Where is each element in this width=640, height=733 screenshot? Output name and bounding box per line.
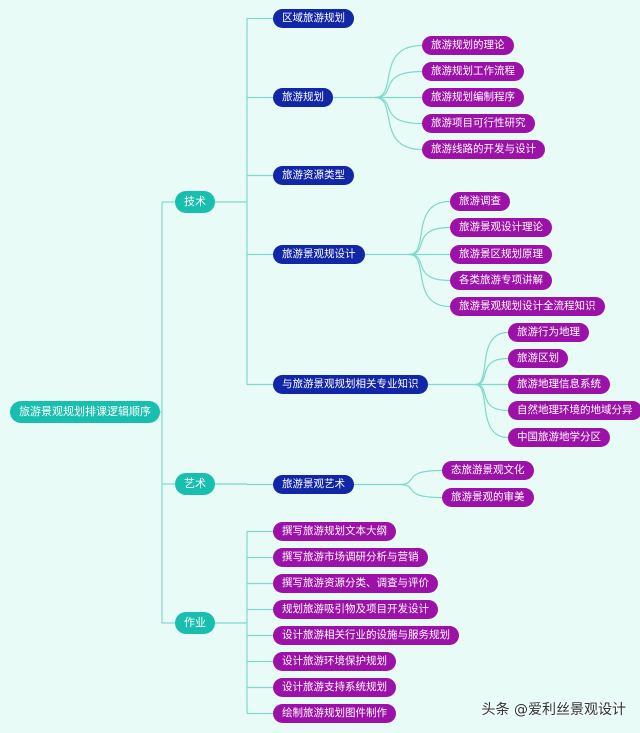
leaf-full-process[interactable]: 旅游景观规划设计全流程知识 <box>450 297 605 316</box>
task-outline[interactable]: 撰写旅游规划文本大纲 <box>273 522 396 541</box>
leaf-behavior-geography[interactable]: 旅游行为地理 <box>508 323 589 342</box>
leaf-gis[interactable]: 旅游地理信息系统 <box>508 375 610 394</box>
connector-33 <box>409 226 451 256</box>
connector-36 <box>409 253 451 308</box>
topic-landscape-design[interactable]: 旅游景观规设计 <box>273 245 365 264</box>
leaf-planning-theory[interactable]: 旅游规划的理论 <box>422 36 514 55</box>
task-facility-planning[interactable]: 设计旅游相关行业的设施与服务规划 <box>273 626 459 645</box>
leaf-planning-procedure[interactable]: 旅游规划编制程序 <box>422 88 524 107</box>
topic-regional-planning[interactable]: 区域旅游规划 <box>273 9 354 28</box>
leaf-design-theory[interactable]: 旅游景观设计理论 <box>450 218 552 237</box>
branch-art[interactable]: 艺术 <box>175 473 215 495</box>
task-attraction-design[interactable]: 规划旅游吸引物及项目开发设计 <box>273 600 438 619</box>
leaf-regional-differentiation[interactable]: 自然地理环境的地域分异 <box>508 401 640 420</box>
connector-44 <box>398 469 443 486</box>
connector-35 <box>409 253 451 282</box>
connector-39 <box>475 357 509 386</box>
connector-27 <box>374 70 423 99</box>
leaf-special-topics[interactable]: 各类旅游专项讲解 <box>450 271 552 290</box>
task-environment-protection[interactable]: 设计旅游环境保护规划 <box>273 652 396 671</box>
leaf-feasibility-study[interactable]: 旅游项目可行性研究 <box>422 114 535 133</box>
topic-tourism-planning[interactable]: 旅游规划 <box>273 88 333 107</box>
leaf-route-design[interactable]: 旅游线路的开发与设计 <box>422 140 545 159</box>
leaf-scenic-principles[interactable]: 旅游景区规划原理 <box>450 245 552 264</box>
topic-related-knowledge[interactable]: 与旅游景观规划相关专业知识 <box>273 375 428 394</box>
topic-resource-types[interactable]: 旅游资源类型 <box>273 166 354 185</box>
connector-32 <box>409 200 451 256</box>
task-support-system[interactable]: 设计旅游支持系统规划 <box>273 678 396 697</box>
leaf-landscape-aesthetics[interactable]: 旅游景观的审美 <box>442 488 534 507</box>
connector-45 <box>398 483 443 499</box>
branch-homework[interactable]: 作业 <box>175 612 215 634</box>
connector-42 <box>475 383 509 439</box>
branch-tech[interactable]: 技术 <box>175 191 215 213</box>
task-market-research[interactable]: 撰写旅游市场调研分析与营销 <box>273 548 428 567</box>
leaf-tourism-zoning[interactable]: 旅游区划 <box>508 349 568 368</box>
task-map-drawing[interactable]: 绘制旅游规划图件制作 <box>273 704 396 723</box>
task-resource-classification[interactable]: 撰写旅游资源分类、调查与评价 <box>273 574 438 593</box>
connector-29 <box>374 96 423 125</box>
leaf-geoscience-zoning[interactable]: 中国旅游地学分区 <box>508 428 610 447</box>
connector-41 <box>475 383 509 412</box>
leaf-landscape-culture[interactable]: 态旅游景观文化 <box>442 461 534 480</box>
root-node[interactable]: 旅游景观规划排课逻辑顺序 <box>10 401 160 423</box>
leaf-tourism-survey[interactable]: 旅游调查 <box>450 192 510 211</box>
leaf-planning-workflow[interactable]: 旅游规划工作流程 <box>422 62 524 81</box>
topic-landscape-art[interactable]: 旅游景观艺术 <box>273 475 354 494</box>
connector-38 <box>475 331 509 386</box>
connector-26 <box>374 44 423 99</box>
connector-30 <box>374 96 423 151</box>
watermark: 头条 @爱利丝景观设计 <box>481 702 626 718</box>
